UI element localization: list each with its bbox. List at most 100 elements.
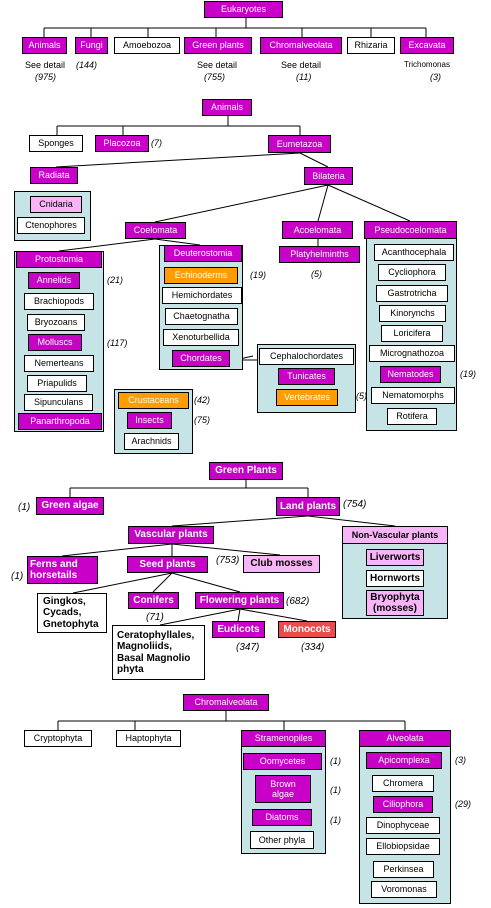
node-nematomorphs: Nematomorphs [371,387,455,404]
basal-label-line3: Basal Magnolio [117,652,191,664]
count-animals: (975) [35,72,57,82]
node-pseudocoelomata: Pseudocoelomata [364,221,457,239]
node-gingkos-cycads-gnetophyta: Gingkos, Cycads, Gnetophyta [37,593,107,633]
node-basal-angiosperms: Ceratophyllales, Magnoliids, Basal Magno… [112,625,205,680]
see-detail-green-plants: See detail [197,60,238,70]
node-arachnids: Arachnids [124,433,179,450]
node-green-algae: Green algae [36,497,104,515]
node-nematodes: Nematodes [380,366,441,383]
node-nemerteans: Nemerteans [24,355,94,372]
node-green-plants-root: Green Plants [209,462,283,480]
brown-algae-label-line2: algae [271,789,295,799]
basal-label-line1: Ceratophyllales, [117,629,195,641]
node-bryophyta: Bryophyta (mosses) [366,590,424,616]
node-cnidaria: Cnidaria [30,196,82,213]
node-eumetazoa: Eumetazoa [268,135,331,153]
basal-label-line2: Magnoliids, [117,641,172,652]
node-animals-root: Animals [202,99,252,116]
node-brown-algae: Brown algae [255,775,311,803]
node-hemichordates: Hemichordates [162,287,242,304]
node-non-vascular-plants: Non-Vascular plants [342,526,448,544]
node-acanthocephala: Acanthocephala [374,244,454,261]
node-dinophyceae: Dinophyceae [366,817,440,834]
node-ctenophores: Ctenophores [17,217,85,234]
node-ferns-horsetails: Ferns and horsetails [27,556,98,584]
node-priapulids: Priapulids [27,375,87,392]
count-diatoms: (1) [330,815,341,825]
node-flowering-plants: Flowering plants [195,592,284,609]
count-green-plants: (755) [204,72,226,82]
node-land-plants: Land plants [276,497,340,516]
node-coelomata: Coelomata [125,222,186,239]
count-vertebrates: (5) [356,391,367,401]
node-chromalveolata: Chromalveolata [260,37,342,54]
node-ellobiopsidae: Ellobiopsidae [366,838,440,855]
gingkos-label-line3: Gnetophyta [43,618,99,630]
node-chaetognatha: Chaetognatha [165,308,238,325]
node-tunicates: Tunicates [278,368,335,385]
count-land-plants: (754) [343,499,367,510]
node-stramenopiles: Stramenopiles [241,730,326,747]
count-chromalveolata: (11) [296,72,312,82]
node-xenoturbellida: Xenoturbellida [163,329,239,346]
count-brown-algae: (1) [330,785,341,795]
count-green-algae: (1) [18,502,31,513]
node-platyhelminths: Platyhelminths [279,246,360,263]
node-oomycetes: Oomycetes [243,753,322,770]
node-acoelomata: Acoelomata [282,221,353,239]
gingkos-label-line2: Cycads, [43,607,82,619]
count-placozoa: (7) [151,138,162,148]
ferns-label-line1: Ferns and [30,558,78,570]
node-alveolata: Alveolata [359,730,451,747]
node-rhizaria: Rhizaria [347,37,395,54]
node-rotifera: Rotifera [387,408,437,425]
node-conifers: Conifers [128,592,179,609]
bryophyta-label-line1: Bryophyta [370,591,420,603]
node-seed-plants: Seed plants [127,556,208,573]
count-oomycetes: (1) [330,756,341,766]
node-kinorynchs: Kinorynchs [379,305,446,322]
count-ciliophora: (29) [455,799,472,809]
gingkos-label-line1: Gingkos, [43,595,86,607]
count-conifers: (71) [146,612,164,623]
node-bryozoans: Bryozoans [27,314,85,331]
count-excavata: (3) [430,72,441,82]
count-molluscs: (117) [107,338,128,348]
count-eudicots: (347) [236,642,260,653]
node-crustaceans: Crustaceans [118,392,189,409]
node-eudicots: Eudicots [212,621,265,638]
count-annelids: (21) [107,275,124,285]
node-hornworts: Hornworts [366,570,424,587]
node-ciliophora: Ciliophora [373,796,433,813]
node-eukaryotes: Eukaryotes [204,1,283,18]
ferns-label-line2: horsetails [30,570,78,581]
count-echinoderms: (19) [250,270,267,280]
deuterostomia-group-panel [159,245,243,370]
node-animals: Animals [22,37,67,54]
count-insects: (75) [194,415,211,425]
node-gastrotricha: Gastrotricha [376,285,448,302]
node-diatoms: Diatoms [252,809,312,826]
node-vascular-plants: Vascular plants [128,526,214,544]
node-molluscs: Molluscs [28,334,82,351]
see-detail-chromalveolata: See detail [281,60,322,70]
node-perkinsea: Perkinsea [373,861,434,878]
node-chromalveolata-root: Chromalveolata [183,694,269,711]
node-radiata: Radiata [30,167,78,184]
node-monocots: Monocots [278,621,336,638]
node-cryptophyta: Cryptophyta [24,730,92,747]
count-crustaceans: (42) [194,395,211,405]
brown-algae-label-line1: Brown [270,778,296,789]
node-fungi: Fungi [75,37,108,54]
node-deuterostomia: Deuterostomia [164,245,242,262]
label-trichomonas: Trichomonas [404,60,450,69]
count-flowering-plants: (682) [286,596,310,607]
basal-label-line4: phyta [117,664,144,675]
node-protostomia: Protostomia [16,251,102,268]
node-panarthropoda: Panarthropoda [18,413,102,430]
count-ferns: (1) [11,571,24,582]
node-loricifera: Loricifera [381,325,443,342]
count-platyhelminths: (5) [311,269,322,279]
count-vascular-plants: (753) [216,555,240,566]
